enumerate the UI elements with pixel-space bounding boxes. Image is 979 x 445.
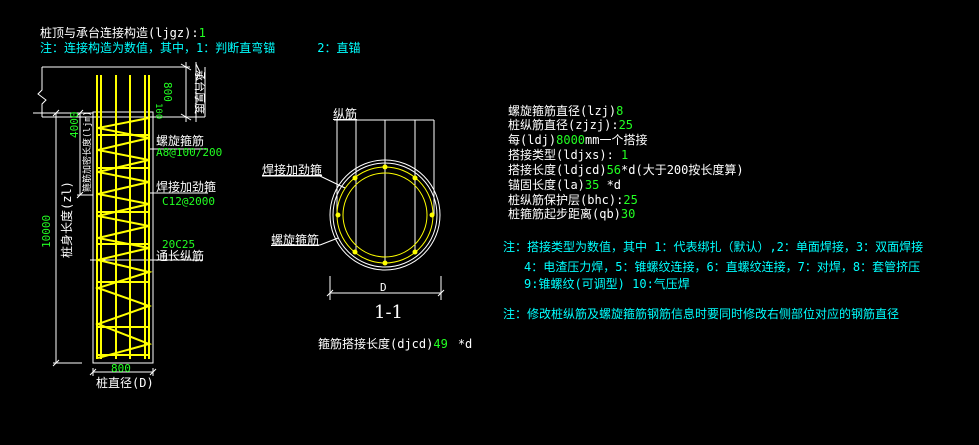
stirrup-lap-value[interactable]: 49	[433, 337, 448, 351]
stiffener-zone-label: 箍筋加密长度(ljm)	[83, 110, 93, 192]
cap-thickness-value: 800	[161, 82, 174, 102]
section-long-bar-label: 纵筋	[333, 107, 358, 121]
embed-value: 100	[153, 103, 163, 120]
weld-label: 焊接加劲箍	[156, 180, 217, 194]
connection-config-value[interactable]: 1	[198, 26, 206, 40]
section-spiral-label: 螺旋箍筋	[271, 233, 320, 247]
rebar-spiral	[94, 117, 153, 359]
section-lines	[262, 119, 445, 300]
section-title: 1-1	[374, 302, 403, 323]
diameter-value[interactable]: 800	[111, 362, 131, 375]
param-anchor-length: 锚固长度(la)35 *d	[508, 178, 622, 192]
spiral-spec[interactable]: A8@100/200	[156, 146, 223, 159]
connection-config-label: 桩顶与承台连接构造(ljgz):	[40, 26, 199, 40]
weld-spec[interactable]: C12@2000	[162, 195, 215, 208]
cap-thickness-label: 承台厚度	[193, 70, 206, 114]
pile-length-label: 桩身长度(zl)	[60, 181, 74, 258]
stirrup-lap-row: 箍筋搭接长度(djcd)49*d	[318, 337, 473, 351]
lap-type-note-1: 注：搭接类型为数值，其中 1：代表绑扎（默认）,2：单面焊接，3：双面焊接	[503, 240, 924, 254]
pile-length-value: 10000	[40, 214, 53, 248]
section-weld-label: 焊接加劲箍	[262, 163, 323, 177]
param-lap-type: 搭接类型(ldjxs): 1	[508, 148, 629, 162]
param-long-bar-dia: 桩纵筋直径(zjzj):25	[508, 118, 634, 132]
cap-outline	[37, 62, 206, 122]
param-spiral-dia: 螺旋箍筋直径(lzj)8	[508, 104, 624, 118]
long-bar-label: 通长纵筋	[156, 249, 205, 263]
pile-outline	[33, 109, 208, 376]
lap-type-note-3: 9:锥螺纹(可调型) 10:气压焊	[524, 277, 690, 291]
modify-note: 注：修改桩纵筋及螺旋箍筋钢筋信息时要同时修改右侧部位对应的钢筋直径	[503, 307, 900, 321]
param-start-distance: 桩箍筋起步距离(qb)30	[508, 207, 636, 221]
connection-config-row: 桩顶与承台连接构造(ljgz):1	[40, 26, 206, 40]
param-lap-interval: 每(ldj)8000mm一个搭接	[508, 133, 648, 147]
rebar-stirrups	[97, 134, 149, 356]
long-bar-spec[interactable]: 20C25	[162, 238, 196, 251]
section-dim-label: D	[380, 281, 387, 294]
param-lap-length: 搭接长度(ldjcd)56*d(大于200按长度算)	[508, 163, 744, 177]
spiral-label: 螺旋箍筋	[156, 134, 205, 148]
diameter-label: 桩直径(D)	[96, 376, 154, 390]
section-bars	[335, 164, 435, 266]
lap-type-note-2: 4：电渣压力焊，5：锥螺纹连接，6：直螺纹连接，7：对焊，8：套管挤压	[524, 260, 921, 274]
param-cover: 桩纵筋保护层(bhc):25	[508, 193, 638, 207]
